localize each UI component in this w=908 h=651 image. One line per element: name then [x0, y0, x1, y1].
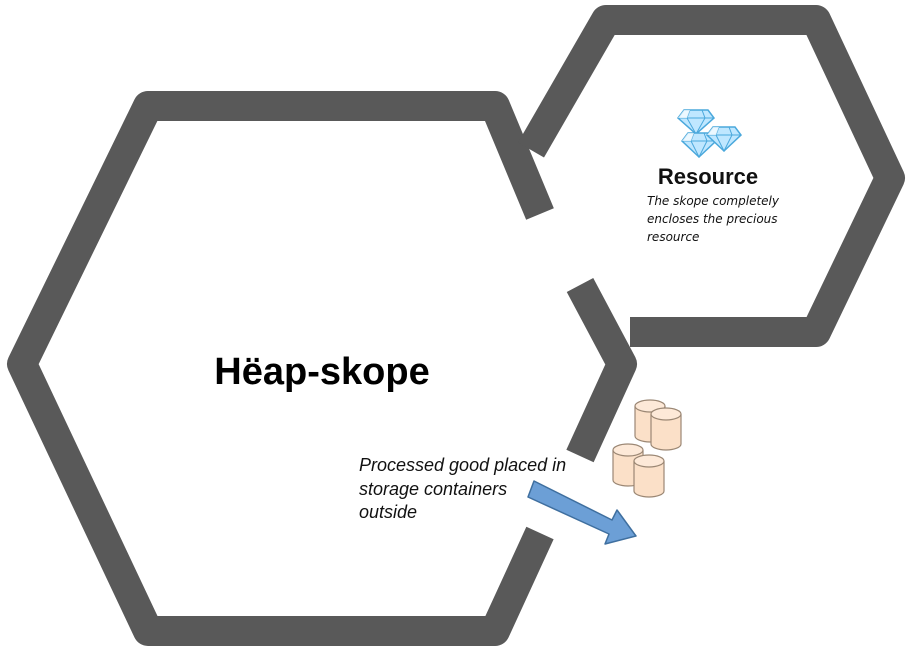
heap-skope-hexagon	[7, 91, 637, 646]
heap-skope-title: Hëap-skope	[214, 351, 429, 393]
resource-note-line-3: resource	[647, 230, 699, 244]
diamond-right-icon	[705, 126, 743, 153]
process-note-line-3: outside	[359, 502, 417, 522]
output-arrow	[527, 480, 637, 545]
diamond-left-icon	[680, 132, 718, 159]
resource-title: Resource	[658, 164, 758, 189]
process-note-line-1: Processed good placed in	[359, 455, 566, 475]
resource-skope-outline	[518, 5, 905, 347]
diamonds-icon	[676, 109, 743, 159]
container-bottom-right-icon	[633, 454, 665, 498]
resource-note-line-2: encloses the precious	[647, 212, 778, 226]
heap-skope-right-segment	[566, 277, 637, 463]
heap-skope-outline	[7, 91, 554, 646]
resource-skope-hexagon	[518, 5, 905, 347]
container-top-right-icon	[650, 407, 682, 451]
resource-note-line-1: The skope completely	[647, 194, 780, 208]
process-note-line-2: storage containers	[359, 479, 507, 499]
storage-containers-icon	[612, 399, 682, 498]
diamond-top-icon	[676, 109, 716, 136]
